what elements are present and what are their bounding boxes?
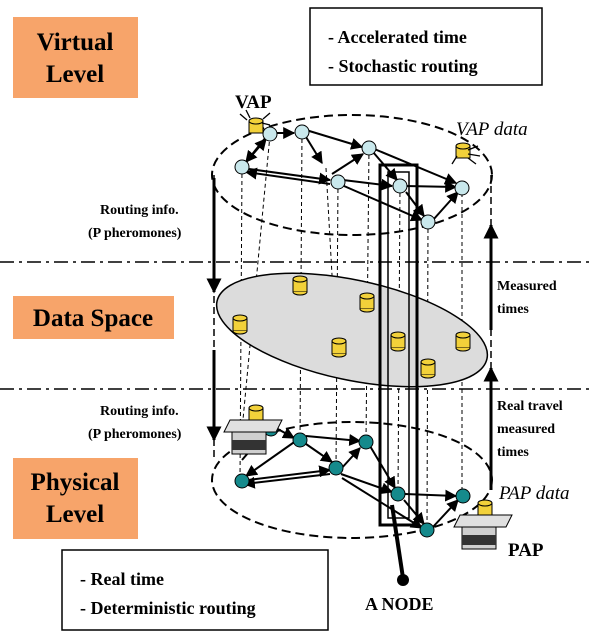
virtual-level-label-1: Virtual — [37, 29, 114, 56]
pap-machine-left-icon — [223, 404, 283, 455]
routing-bottom-line-2: (P pheromones) — [88, 427, 182, 442]
virtual-node — [330, 174, 346, 190]
virtual-notes-box: - Accelerated time - Stochastic routing — [309, 7, 543, 86]
data-cylinder-icon — [390, 331, 406, 352]
data-cylinder-icon — [359, 292, 375, 313]
data-cylinder-icon — [232, 314, 248, 335]
virtual-note-1: - Accelerated time — [328, 27, 467, 47]
routing-top-line-2: (P pheromones) — [88, 226, 182, 241]
vap-data-icon — [451, 142, 481, 165]
physical-node — [234, 473, 250, 489]
physical-level-label-2: Level — [46, 501, 104, 528]
virtual-level-box: Virtual Level — [13, 17, 138, 98]
pap-data-label: PAP data — [498, 483, 570, 504]
virtual-node — [454, 180, 470, 196]
physical-notes-box: - Real time - Deterministic routing — [61, 549, 329, 631]
pap-label: PAP — [508, 540, 544, 561]
data-cylinder-icon — [331, 337, 347, 358]
physical-note-1: - Real time — [80, 569, 164, 589]
virtual-node — [294, 124, 310, 140]
real-travel-line-3: times — [497, 445, 529, 460]
physical-nodes — [234, 421, 471, 538]
virtual-node — [262, 126, 278, 142]
data-space-ellipse — [215, 272, 489, 388]
virtual-note-2: - Stochastic routing — [328, 56, 478, 76]
virtual-ellipse — [211, 114, 493, 236]
data-space-box: Data Space — [13, 296, 174, 339]
routing-top-line-1: Routing info. — [100, 203, 179, 218]
physical-node — [292, 432, 308, 448]
physical-edges — [241, 427, 459, 529]
physical-level-label-1: Physical — [31, 469, 120, 496]
real-travel-line-2: measured — [497, 422, 555, 437]
physical-node — [419, 522, 435, 538]
virtual-node — [420, 214, 436, 230]
node-column-outer — [378, 163, 419, 527]
physical-edge-back — [242, 473, 331, 489]
a-node-dot — [397, 574, 409, 586]
physical-node — [358, 434, 374, 450]
vap-agent-icon — [239, 109, 271, 134]
a-node-pointer — [390, 504, 405, 579]
virtual-node — [392, 178, 408, 194]
data-cylinder-icon — [455, 331, 471, 352]
vap-data-label: VAP data — [456, 119, 528, 140]
data-cylinder-icon — [292, 275, 308, 296]
data-cylinders — [232, 275, 471, 379]
pap-machine-right-icon — [453, 499, 513, 550]
physical-level-box: Physical Level — [13, 458, 138, 539]
virtual-level-label-2: Level — [46, 61, 104, 88]
data-space-label: Data Space — [33, 305, 153, 332]
node-column-inner — [387, 171, 410, 519]
virtual-edge-back — [244, 167, 331, 185]
routing-bottom-line-1: Routing info. — [100, 404, 179, 419]
virtual-nodes — [234, 124, 470, 230]
virtual-edges — [241, 127, 459, 222]
a-node-label: A NODE — [365, 594, 434, 614]
virtual-node — [361, 140, 377, 156]
real-travel-line-1: Real travel — [497, 399, 563, 414]
measured-times-line-2: times — [497, 302, 529, 317]
physical-note-2: - Deterministic routing — [80, 598, 256, 618]
virtual-node — [234, 159, 250, 175]
physical-node — [390, 486, 406, 502]
data-cylinder-icon — [420, 358, 436, 379]
vap-label: VAP — [235, 92, 272, 113]
physical-node — [455, 488, 471, 504]
physical-node — [328, 460, 344, 476]
measured-times-line-1: Measured — [497, 279, 557, 294]
